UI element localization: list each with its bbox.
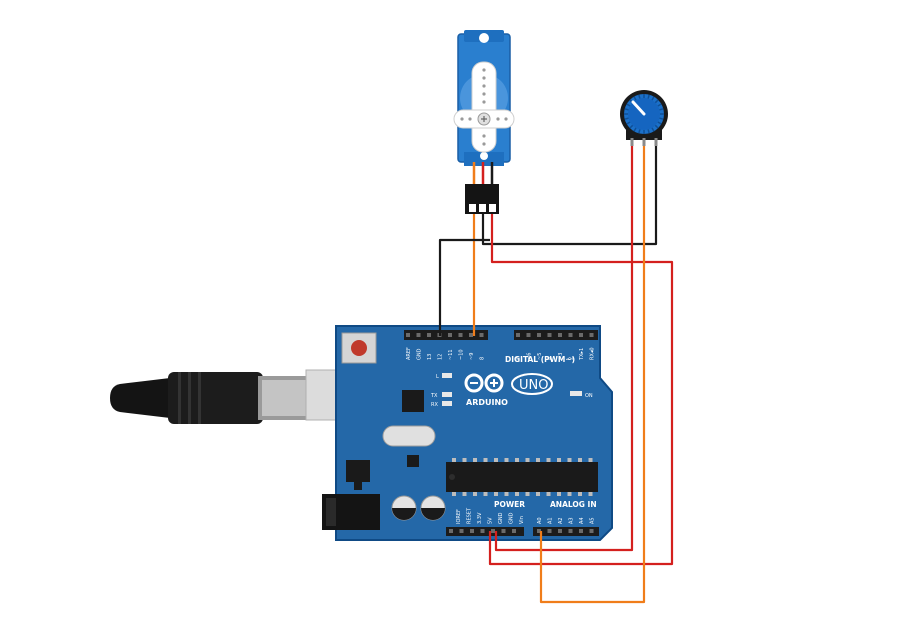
wire-pot-signal <box>539 144 646 604</box>
infinity-logo-icon <box>464 373 504 393</box>
pin-label: RESET <box>467 507 473 524</box>
arduino-board: AREF GND 13 12 ~11 ~10 ~9 8 7 ~6 ~5 4 ~3 2 TX▸1 RX◂0 DI… <box>322 325 613 541</box>
analog-pin-labels: A0 A1 A2 A3 A4 A5 <box>537 517 596 524</box>
pin-label: 5V <box>488 517 494 524</box>
usb-interface-chip <box>402 390 424 412</box>
pin-label: AREF <box>406 347 412 360</box>
pin-label: GND <box>417 348 423 360</box>
digital-header-label: DIGITAL (PWM~) <box>505 355 575 364</box>
pin-label: A2 <box>558 517 564 524</box>
pin-label: 2 <box>569 357 575 360</box>
crystal-oscillator <box>382 425 436 447</box>
small-chip <box>407 455 419 467</box>
capacitor <box>391 495 417 521</box>
led-l <box>442 373 452 378</box>
usb-strain-relief <box>110 378 170 418</box>
pin-label: 4 <box>548 357 554 360</box>
wire-pot-power <box>494 144 634 552</box>
pin-label: 3.3V <box>477 512 483 524</box>
pin-label: ~10 <box>459 349 465 360</box>
led-rx-label: RX <box>431 402 438 408</box>
pin-label: GND <box>498 512 504 524</box>
led-tx <box>442 392 452 397</box>
usb-plug-body <box>168 372 263 424</box>
uno-badge <box>511 373 553 395</box>
pin-label: ~3 <box>558 353 564 360</box>
microcontroller-chip <box>446 462 598 492</box>
pin-label: A0 <box>537 517 543 524</box>
arduino-logo: ARDUINO UNO <box>464 373 553 407</box>
pin-label: Vin <box>519 516 525 524</box>
pin-label: IOREF <box>456 509 462 524</box>
rotary-potentiometer <box>620 90 668 146</box>
wires <box>438 144 674 604</box>
digital-header <box>404 330 598 340</box>
pin-label: ~11 <box>448 349 454 360</box>
pin-label: ~9 <box>469 353 475 360</box>
digital-pin-labels: AREF GND 13 12 ~11 ~10 ~9 8 7 ~6 ~5 4 ~3 2 TX▸1 RX◂0 <box>406 347 596 361</box>
pin-label: TX▸1 <box>579 348 585 361</box>
led-l-label: L <box>436 374 439 380</box>
pin-label: A3 <box>569 517 575 524</box>
reset-button-cap <box>351 340 367 356</box>
pin-label: 7 <box>516 357 522 360</box>
pin-label: 8 <box>480 357 486 360</box>
led-on-label: ON <box>585 393 593 399</box>
uno-model-text: UNO <box>519 378 548 393</box>
wire-pot-ground <box>481 144 658 246</box>
servo-horn <box>453 61 515 153</box>
status-leds: L TX RX ON <box>430 373 593 408</box>
pin-label: GND <box>509 512 515 524</box>
power-header <box>446 527 524 536</box>
arduino-brand-text: ARDUINO <box>466 398 508 407</box>
power-pin-labels: IOREF RESET 3.3V 5V GND GND Vin <box>456 507 525 524</box>
capacitor <box>420 495 446 521</box>
led-on <box>570 391 582 396</box>
pin-label: A4 <box>579 517 585 524</box>
servo-motor <box>453 30 515 214</box>
pin-label: A5 <box>590 517 596 524</box>
voltage-regulator <box>346 460 370 482</box>
analog-header-label: ANALOG IN <box>550 500 597 509</box>
power-header-label: POWER <box>494 500 525 509</box>
pin-label: 13 <box>427 354 433 360</box>
knob-indicator <box>631 100 646 116</box>
led-rx <box>442 401 452 406</box>
chip-legs <box>452 458 593 496</box>
pin-label: ~5 <box>537 353 543 360</box>
led-tx-label: TX <box>430 393 438 399</box>
analog-header <box>533 527 599 536</box>
pin-label: 12 <box>438 354 444 360</box>
wire-servo-ground <box>438 238 490 336</box>
pin-label: RX◂0 <box>590 347 596 360</box>
wire-servo-power <box>488 214 674 566</box>
pin-label: A1 <box>548 517 554 524</box>
pin-label: ~6 <box>527 353 533 360</box>
